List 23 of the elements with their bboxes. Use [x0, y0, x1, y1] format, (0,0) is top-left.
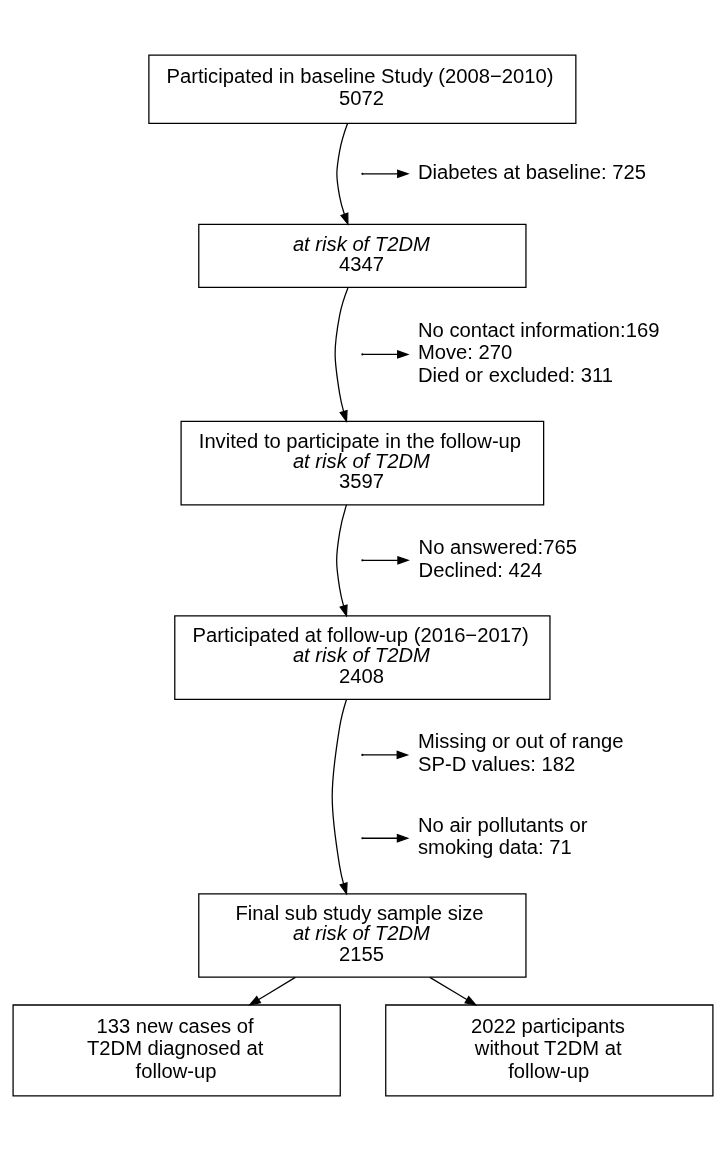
node-box: Participated in baseline Study (2008−2010) 5072 [148, 54, 577, 124]
arrow [362, 555, 410, 565]
node-text: Missing or out of range SP-D values: 182 [417, 730, 624, 776]
node-text: No contact information:169 Move: 270 Died or excluded: 311 [417, 318, 660, 386]
node-text: No answered:765 Declined: 424 [418, 535, 577, 581]
arrow [331, 698, 348, 896]
node-box: at risk of T2DM 4347 [198, 223, 527, 289]
node-box: 2022 participants without T2DM at follow-up [385, 1004, 714, 1097]
arrow [336, 504, 348, 618]
node-box: 133 new cases of T2DM diagnosed at follow-up [12, 1004, 341, 1097]
arrow [362, 350, 410, 359]
node-box: Invited to participate in the follow-up at risk of T2DM 3597 [180, 420, 545, 506]
arrow [429, 976, 478, 1006]
node-text: Diabetes at baseline: 725 [417, 160, 646, 183]
node-box: Participated at follow-up (2016−2017) at risk of T2DM 2408 [174, 615, 551, 700]
arrow [362, 750, 410, 760]
node-box: Final sub study sample size at risk of T2DM 2155 [198, 893, 527, 978]
arrow [362, 833, 410, 843]
arrow [334, 287, 349, 424]
arrow [362, 169, 410, 179]
arrow [248, 976, 296, 1006]
node-text: No air pollutants or smoking data: 71 [417, 813, 588, 859]
arrow [336, 122, 349, 226]
